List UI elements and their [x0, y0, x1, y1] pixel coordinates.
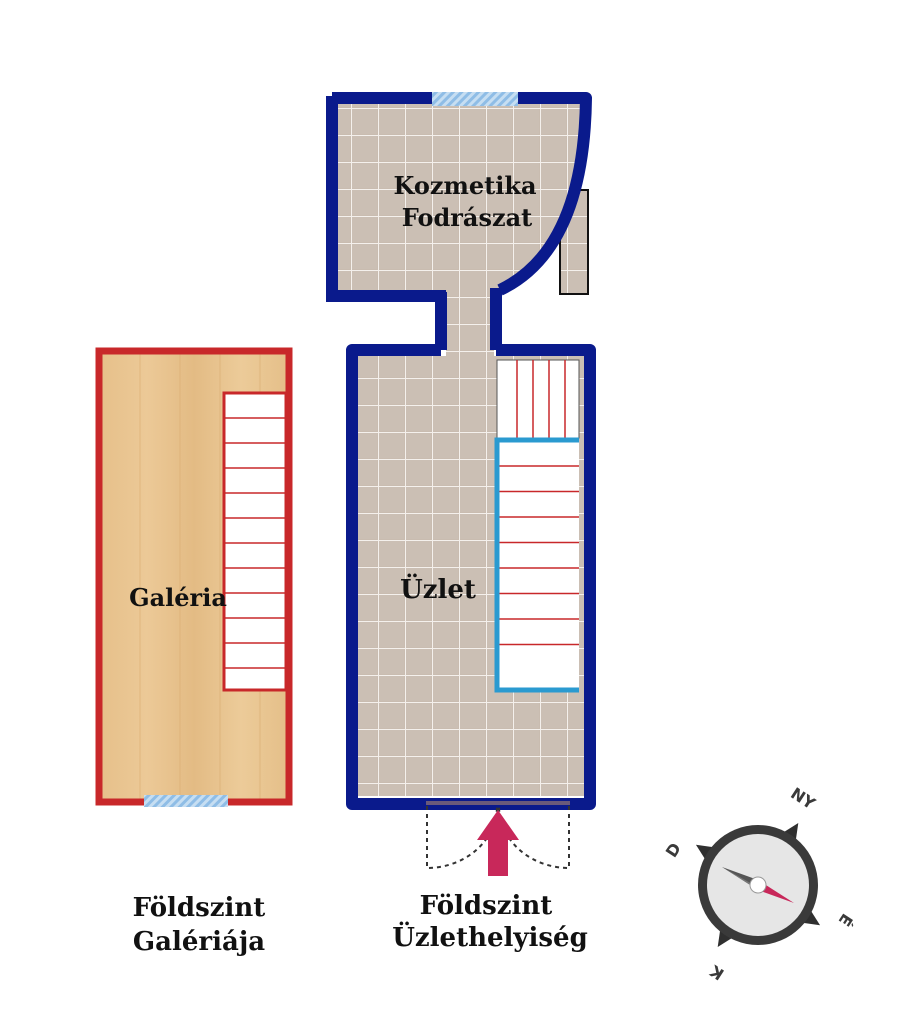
compass-west-label: D: [662, 839, 685, 860]
gallery-caption-line2: Galériája: [133, 927, 265, 957]
corridor: [435, 288, 502, 356]
shop-room-label: Üzlet: [400, 573, 476, 605]
gallery-caption-line1: Földszint: [133, 893, 266, 923]
stairs-icon: [497, 438, 579, 690]
stairs-icon: [222, 391, 288, 692]
salon-label-line2: Fodrászat: [402, 203, 533, 232]
shop-caption-line1: Földszint: [420, 891, 553, 921]
entrance-arrow-icon: [477, 810, 519, 876]
shop-caption-line2: Üzlethelyiség: [392, 921, 588, 953]
salon-label-line1: Kozmetika: [393, 171, 536, 200]
stair-highlight-outline: [494, 437, 579, 693]
gallery-room-label: Galéria: [129, 583, 227, 612]
compass-south-label: K: [706, 961, 727, 984]
window-icon: [144, 795, 228, 807]
compass-north-label: NY: [787, 784, 819, 814]
gallery-room: Galéria: [95, 347, 293, 807]
salon-room: Kozmetika Fodrászat: [326, 92, 592, 302]
window-icon: [432, 92, 518, 106]
compass-icon: NY É K D: [662, 784, 857, 984]
stairs-icon: [496, 359, 580, 439]
shop-room: Üzlet: [346, 344, 596, 810]
compass-east-label: É: [835, 910, 857, 930]
